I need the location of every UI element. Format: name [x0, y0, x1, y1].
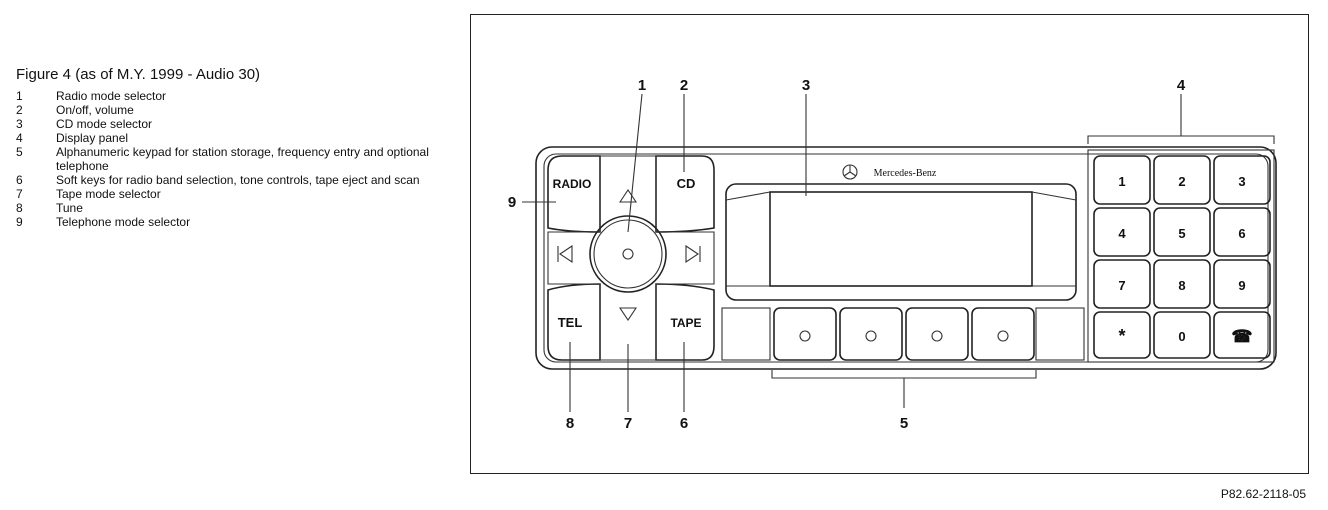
control-cluster: RADIO CD TEL TAPE	[547, 155, 715, 361]
key[interactable]: 5	[1153, 207, 1211, 257]
key[interactable]: 4	[1093, 207, 1151, 257]
key-label: 2	[1178, 174, 1185, 189]
phone-icon: ☎	[1231, 327, 1252, 346]
keypad: 1 2 3 4 5 6 7 8 9 * 0 ☎	[1087, 149, 1275, 363]
seek-forward-icon[interactable]	[685, 244, 701, 264]
key[interactable]: 3	[1213, 155, 1271, 205]
brand-name: Mercedes-Benz	[874, 168, 937, 179]
key[interactable]: 9	[1213, 259, 1271, 309]
radio-button[interactable]: RADIO	[553, 177, 592, 191]
display-screen	[769, 191, 1033, 287]
soft-keys	[721, 307, 1085, 408]
figure-title: Figure 4 (as of M.Y. 1999 - Audio 30)	[16, 66, 261, 83]
tel-button[interactable]: TEL	[558, 315, 583, 330]
cd-button[interactable]: CD	[677, 176, 696, 191]
callout-7: 7	[624, 415, 632, 432]
callout-2: 2	[680, 77, 688, 94]
soft-key-3[interactable]	[905, 307, 969, 361]
key[interactable]: ☎	[1213, 311, 1271, 359]
callout-3: 3	[802, 77, 810, 94]
tel-button-shape	[547, 283, 601, 361]
key[interactable]: 8	[1153, 259, 1211, 309]
key-label: 9	[1238, 278, 1245, 293]
key-label: 7	[1118, 278, 1125, 293]
diagram-frame	[470, 14, 1309, 474]
radio-button-shape	[547, 155, 601, 233]
key[interactable]: 2	[1153, 155, 1211, 205]
seek-back-icon[interactable]	[557, 244, 573, 264]
key-label: 0	[1178, 329, 1185, 344]
display-bezel	[725, 183, 1077, 301]
key[interactable]: 6	[1213, 207, 1271, 257]
key[interactable]: *	[1093, 311, 1151, 359]
callout-6: 6	[680, 415, 688, 432]
tape-button[interactable]: TAPE	[670, 316, 701, 330]
callout-4: 4	[1177, 77, 1186, 94]
tape-button-shape	[655, 283, 715, 361]
soft-keys-bracket	[771, 370, 1037, 379]
display-panel: Mercedes-Benz	[725, 164, 1077, 301]
callout-9: 9	[508, 194, 516, 211]
key-label: 6	[1238, 226, 1245, 241]
figure-reference: P82.62-2118-05	[1220, 487, 1306, 501]
key-label: 8	[1178, 278, 1185, 293]
callout-5: 5	[900, 415, 908, 432]
radio-faceplate	[535, 146, 1277, 370]
key[interactable]: 7	[1093, 259, 1151, 309]
soft-key-1[interactable]	[773, 307, 837, 361]
key-label: 5	[1178, 226, 1185, 241]
key-label: 3	[1238, 174, 1245, 189]
volume-knob[interactable]	[589, 215, 667, 293]
key-label: *	[1118, 326, 1125, 346]
key[interactable]: 0	[1153, 311, 1211, 359]
callout-lines	[522, 93, 1275, 412]
down-arrow-icon[interactable]	[618, 307, 638, 321]
callout-1: 1	[638, 77, 646, 94]
volume-knob-center	[622, 248, 634, 260]
key-label: 1	[1118, 174, 1125, 189]
tune-pad	[547, 155, 715, 361]
cd-button-shape	[655, 155, 715, 233]
faceplate-inner-edge	[543, 153, 1269, 363]
up-arrow-icon[interactable]	[618, 189, 638, 203]
soft-key-2[interactable]	[839, 307, 903, 361]
callout-8: 8	[566, 415, 574, 432]
soft-key-4[interactable]	[971, 307, 1035, 361]
key[interactable]: 1	[1093, 155, 1151, 205]
key-label: 4	[1118, 226, 1126, 241]
